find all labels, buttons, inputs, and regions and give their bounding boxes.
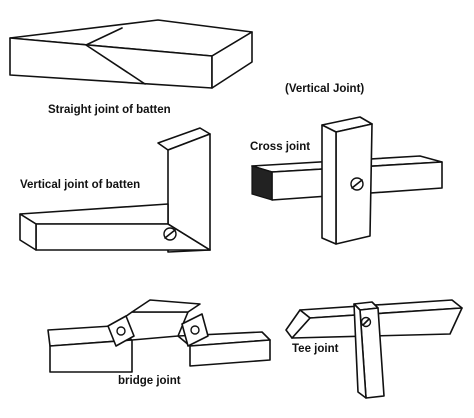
label-tee-joint: Tee joint [292, 343, 339, 355]
label-vertical-joint-batten: Vertical joint of batten [20, 179, 140, 191]
label-cross-joint: Cross joint [250, 141, 310, 153]
label-vertical-joint-heading: (Vertical Joint) [285, 83, 364, 95]
tee-joint-figure [285, 299, 463, 399]
label-straight-joint: Straight joint of batten [48, 104, 171, 116]
cross-joint-figure [251, 116, 443, 245]
label-bridge-joint: bridge joint [118, 375, 181, 387]
bridge-joint-figure [47, 299, 271, 373]
vertical-joint-figure [19, 127, 211, 253]
straight-joint-figure [9, 19, 253, 89]
